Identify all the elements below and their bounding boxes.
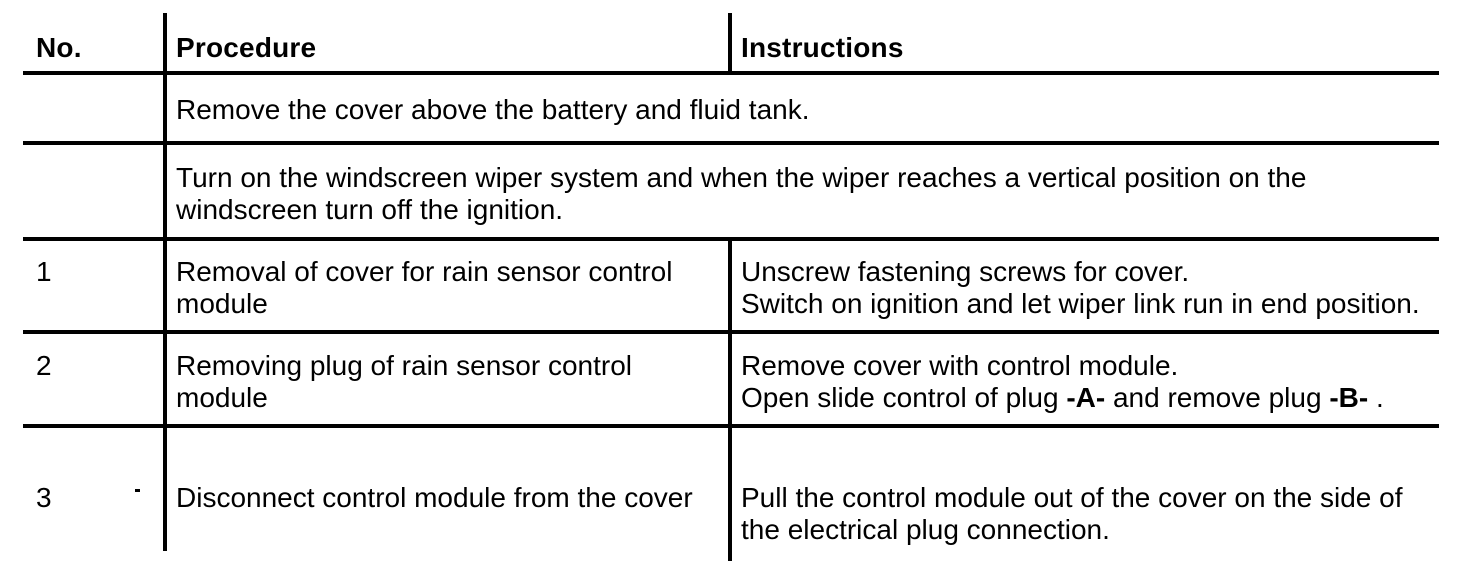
column-header-no: No.: [36, 32, 82, 63]
instruction-text: Pull the control module out of the cover…: [741, 482, 1403, 513]
procedure-cell: Removal of cover for rain sensor control…: [176, 256, 672, 320]
column-header-procedure: Procedure: [176, 32, 317, 63]
procedure-text: Removal of cover for rain sensor control: [176, 256, 673, 287]
instruction-text: Open slide control of plug -A- and remov…: [741, 382, 1384, 414]
preliminary-step-row: Turn on the windscreen wiper system and …: [176, 162, 1306, 226]
no-procedure-column-divider: [163, 13, 167, 551]
procedure-instructions-column-divider-header: [728, 13, 732, 71]
instructions-cell: Unscrew fastening screws for cover. Swit…: [741, 256, 1420, 320]
row-divider-rule-1: [23, 141, 1439, 145]
preliminary-step-text: windscreen turn off the ignition.: [176, 194, 564, 225]
plug-marker-b: -B-: [1329, 382, 1369, 413]
preliminary-step-row: Remove the cover above the battery and f…: [176, 94, 810, 126]
plug-marker-a: -A-: [1066, 382, 1106, 413]
procedure-text: module: [176, 288, 268, 319]
preliminary-step-text: Turn on the windscreen wiper system and …: [176, 162, 1307, 193]
step-number: 1: [36, 256, 52, 287]
instruction-text: Unscrew fastening screws for cover.: [741, 256, 1190, 287]
instruction-text-segment: Open slide control of plug: [741, 382, 1067, 413]
instruction-text-segment: and remove plug: [1105, 382, 1330, 413]
procedure-text: Removing plug of rain sensor control: [176, 350, 633, 381]
instructions-cell: Pull the control module out of the cover…: [741, 482, 1403, 546]
step-number: 2: [36, 350, 52, 381]
procedure-text: Disconnect control module from the cover: [176, 482, 693, 513]
instruction-text: Remove cover with control module.: [741, 350, 1179, 381]
column-header-instructions: Instructions: [741, 32, 904, 63]
preliminary-step-text: Remove the cover above the battery and f…: [176, 94, 810, 125]
header-bottom-rule: [23, 71, 1439, 75]
step-number: 3: [36, 482, 52, 513]
instructions-cell: Remove cover with control module. Open s…: [741, 350, 1384, 414]
procedure-instructions-column-divider-body: [728, 237, 732, 561]
instruction-text: Switch on ignition and let wiper link ru…: [741, 288, 1420, 319]
procedure-cell: Removing plug of rain sensor control mod…: [176, 350, 632, 414]
procedure-text: module: [176, 382, 268, 413]
instruction-text-segment: .: [1368, 382, 1384, 413]
procedure-cell: Disconnect control module from the cover: [176, 482, 693, 514]
scan-speck-artifact: [135, 489, 140, 492]
instruction-text: the electrical plug connection.: [741, 514, 1110, 545]
